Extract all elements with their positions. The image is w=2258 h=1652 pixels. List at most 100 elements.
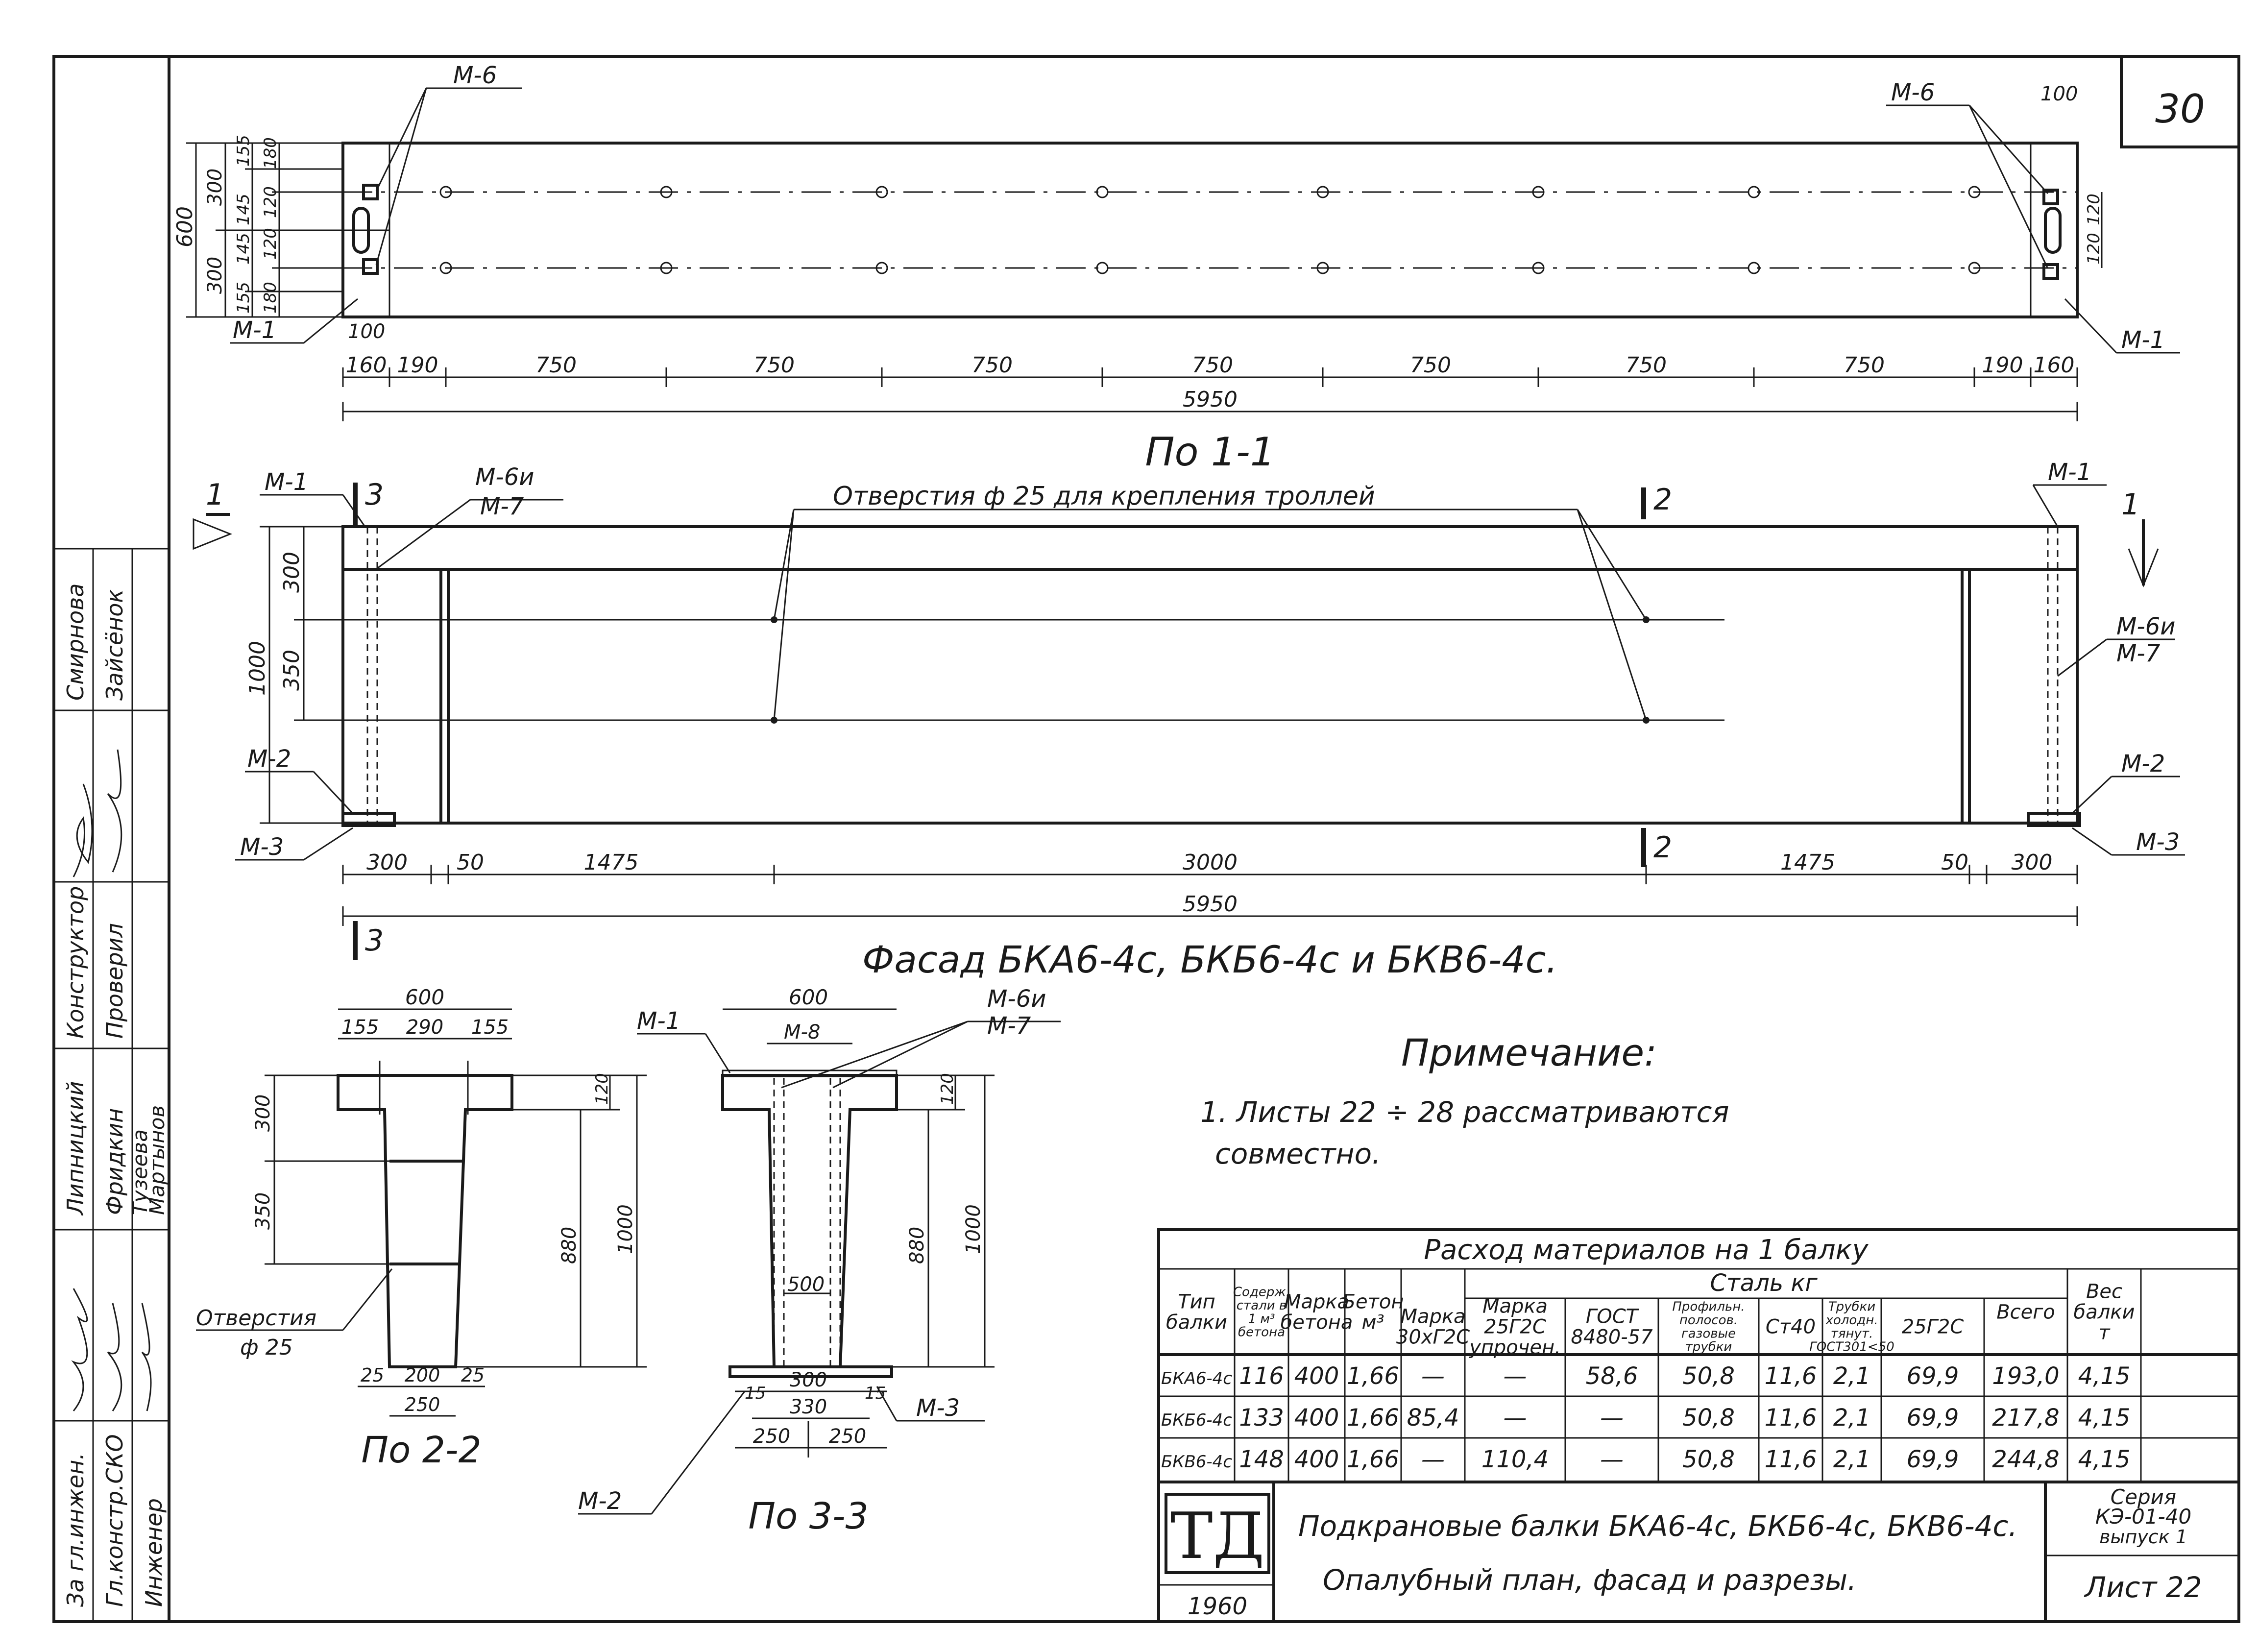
- plan-dim-bottom: 750: [535, 353, 577, 378]
- table-header: Трубки: [1828, 1300, 1875, 1314]
- note-line-2: совместно.: [1215, 1137, 1381, 1170]
- plan-hole: [439, 186, 452, 198]
- s33-m8: М-8: [784, 1021, 820, 1044]
- s33-bot-pair-2: 250: [829, 1425, 866, 1448]
- s33-right-2: 880: [906, 1227, 928, 1264]
- table-header: Бетон: [1342, 1291, 1404, 1313]
- table-cell: 50,8: [1682, 1446, 1735, 1473]
- cut-3-bottom: 3: [365, 923, 384, 958]
- table-cell: 50,8: [1682, 1362, 1735, 1390]
- table-cell: 400: [1294, 1404, 1339, 1432]
- facade-title: Фасад БКА6-4с, БКБ6-4с и БКВ6-4с.: [862, 938, 1558, 981]
- table-header: 1 м³: [1248, 1312, 1275, 1326]
- s22-top-3: 155: [471, 1016, 509, 1039]
- plan-dim-bottom: 750: [753, 353, 795, 378]
- table-header: т: [2098, 1322, 2111, 1344]
- facade-m6-right-a: М-6и: [2116, 613, 2175, 640]
- s22-bot-3: 25: [461, 1364, 485, 1386]
- table-cell: —: [1600, 1404, 1624, 1432]
- table-cell: 148: [1239, 1446, 1284, 1473]
- facade-dim-bottom: 1475: [584, 850, 639, 875]
- s22-title: По 2-2: [361, 1429, 481, 1471]
- s33-top-width: 600: [789, 985, 828, 1009]
- plan-hole: [1532, 262, 1545, 274]
- table-cell: БКА6-4с: [1161, 1369, 1232, 1388]
- section22-outline: [337, 1074, 513, 1368]
- plan-hole: [439, 262, 452, 274]
- table-title: Расход материалов на 1 балку: [1424, 1234, 1869, 1266]
- facade-outline: [341, 525, 2079, 825]
- plan-m6-right: М-6: [1891, 79, 1935, 106]
- facade-m1-left: М-1: [265, 468, 308, 496]
- plan-hole: [1968, 186, 1981, 198]
- plan-dim-l2: 300: [204, 257, 226, 294]
- signature: [73, 783, 93, 877]
- plan-dim-i2: 145: [234, 194, 253, 225]
- signature: [107, 749, 122, 873]
- plan-dim-j4: 180: [261, 282, 280, 314]
- plan-hole: [660, 186, 673, 198]
- s22-right-1: 120: [592, 1073, 612, 1105]
- stamp-name-1: Смирнова: [62, 583, 89, 701]
- plan-dim-i3: 145: [234, 233, 253, 265]
- table-cell: —: [1504, 1362, 1527, 1390]
- facade-holes-note: Отверстия ф 25 для крепления троллей: [833, 482, 1375, 511]
- facade-dim-bottom: 3000: [1183, 850, 1238, 875]
- table-header: Вес: [2086, 1281, 2122, 1303]
- facade-dim-bottom: 50: [457, 850, 484, 875]
- title-block: ТД 1960 Подкрановые балки БКА6-4с, БКБ6-…: [1157, 1481, 2240, 1623]
- plan-total: 5950: [1183, 387, 1238, 412]
- facade-view: Отверстия ф 25 для крепления троллей 1 1…: [193, 459, 2185, 981]
- s22-top-2: 290: [406, 1016, 443, 1039]
- table-header: трубки: [1685, 1340, 1732, 1355]
- s33-bot-3: 15: [865, 1384, 886, 1403]
- cut-1-right: 1: [2121, 487, 2140, 522]
- facade-dim-l2: 350: [279, 650, 304, 691]
- section33-outline: [721, 1074, 898, 1368]
- note-heading: Примечание:: [1401, 1031, 1657, 1074]
- table-cell: 69,9: [1907, 1362, 1959, 1390]
- table-cell: 4,15: [2078, 1362, 2131, 1390]
- table-cell: 217,8: [1992, 1404, 2059, 1432]
- table-header: балки: [2074, 1301, 2135, 1324]
- plan-outline: [341, 142, 2079, 318]
- table-header: 25Г2С: [1484, 1316, 1546, 1338]
- signature: [141, 1303, 152, 1411]
- note-block: Примечание: 1. Листы 22 ÷ 28 рассматрива…: [1200, 1031, 1729, 1170]
- plan-hole: [1316, 262, 1329, 274]
- stamp-name-4: Тузеева: [128, 1129, 152, 1215]
- table-header: балки: [1166, 1312, 1227, 1334]
- plan-dim-bottom: 750: [1192, 353, 1233, 378]
- s22-bot-2: 200: [405, 1364, 440, 1386]
- sheet-number: 30: [2155, 86, 2205, 132]
- table-cell: 133: [1239, 1404, 1284, 1432]
- facade-dim-l1: 300: [279, 552, 304, 593]
- s33-inner: 500: [787, 1273, 825, 1296]
- facade-m6-left-b: М-7: [480, 493, 524, 520]
- table-header: 30хГ2С: [1396, 1326, 1470, 1349]
- table-cell: 4,15: [2078, 1446, 2131, 1473]
- table-cell: —: [1421, 1446, 1445, 1473]
- table-cell: 2,1: [1833, 1404, 1870, 1432]
- table-header: упрочен.: [1469, 1336, 1561, 1359]
- plan-title: По 1-1: [1145, 429, 1275, 475]
- table-cell: 1,66: [1347, 1362, 1399, 1390]
- cut-2-bottom: 2: [1653, 830, 1672, 865]
- table-cell: 110,4: [1481, 1446, 1549, 1473]
- note-line-1: 1. Листы 22 ÷ 28 рассматриваются: [1200, 1095, 1729, 1129]
- table-cell: 11,6: [1765, 1446, 1817, 1473]
- table-cell: 400: [1294, 1362, 1339, 1390]
- table-cell: 11,6: [1765, 1362, 1817, 1390]
- s22-left-2: 350: [252, 1192, 274, 1230]
- s33-bot-1: 15: [745, 1384, 766, 1403]
- facade-m6-right-b: М-7: [2116, 640, 2161, 667]
- s33-m6a: М-6и: [987, 985, 1046, 1013]
- signature: [71, 1288, 88, 1411]
- table-cell: 1,66: [1347, 1404, 1399, 1432]
- plan-height: 600: [172, 206, 197, 247]
- table-cell: 50,8: [1682, 1404, 1735, 1432]
- cut-1-left: 1: [206, 478, 224, 512]
- table-header: Всего: [1996, 1301, 2055, 1324]
- plan-hole: [1096, 186, 1109, 198]
- table-cell: 11,6: [1765, 1404, 1817, 1432]
